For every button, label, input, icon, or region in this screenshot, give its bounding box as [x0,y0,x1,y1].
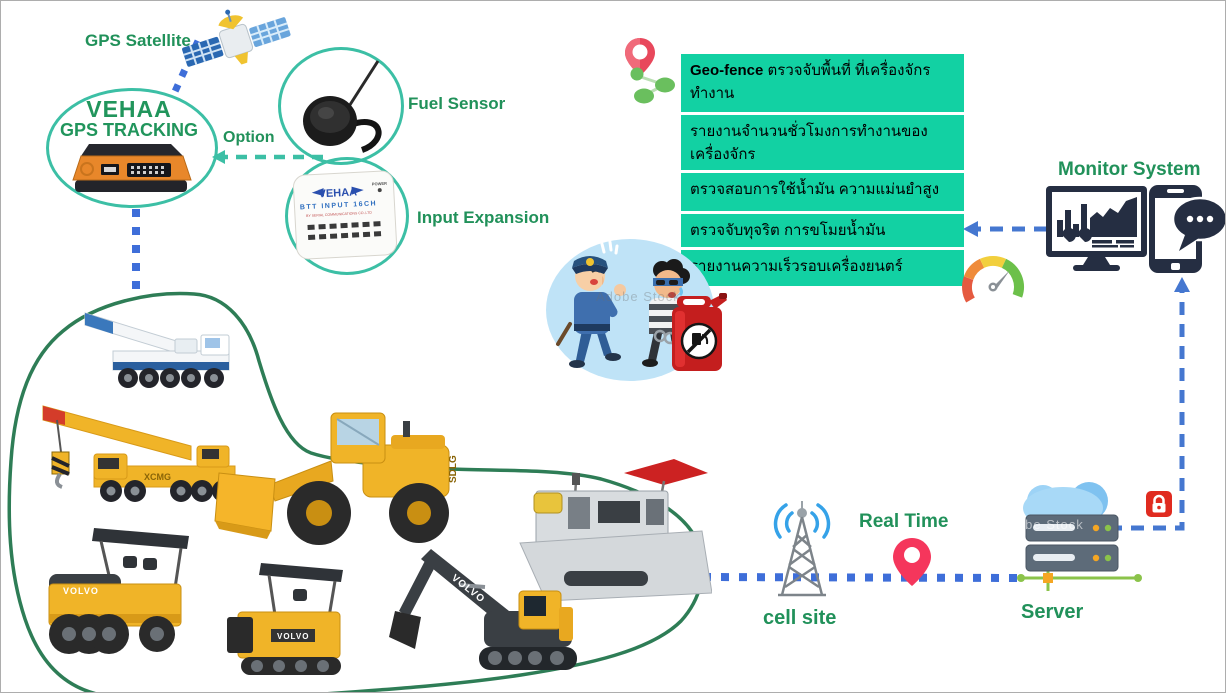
feature-fraud-text: ตรวจจับทุจริต การขโมยน้ำมัน [690,222,886,239]
feature-geofence-prefix: Geo-fence [690,62,768,79]
feature-box-hours: รายงานจำนวนชั่วโมงการทำงานของเครื่องจักร [681,115,964,170]
loader-brand-label: SDLG [448,455,459,483]
cell-tower-icon [773,501,831,597]
server-to-monitor-arrowhead [1174,277,1190,292]
input-expansion-ring [285,157,409,275]
real-time-label: Real Time [859,511,949,532]
monitor-system-label: Monitor System [1058,159,1201,180]
input-expansion-label: Input Expansion [417,208,550,227]
input-expansion-device: VEHAA BTT INPUT 16CH BY SERIAL COMMUNICA… [292,170,398,260]
gps-tracker-subtitle: GPS TRACKING [59,120,198,141]
geo-fence-icon [625,38,675,104]
input-device-model: BTT INPUT 16CH [300,200,378,211]
phone-chat-icon [1149,185,1225,273]
crane-brand-label: XCMG [144,472,171,482]
server-cloud-icon [1023,482,1119,572]
fuel-sensor-label: Fuel Sensor [408,94,506,113]
input-device-brand: VEHAA [318,186,357,200]
policeman-figure [556,256,626,368]
gps-satellite-icon [182,9,291,67]
gps-tracker-brand: VEHAA [86,96,172,122]
no-fuel-can-icon [672,293,727,371]
feature-hours-text: รายงานจำนวนชั่วโมงการทำงานของเครื่องจักร [690,123,928,164]
option-label: Option [223,129,275,146]
feature-box-fuel-usage: ตรวจสอบการใช้น้ำมัน ความแม่นยำสูง [681,173,964,211]
machine-excavator: VOLVO [389,549,577,670]
satellite-link-dotted-line [168,39,202,100]
gps-tracker-ring [46,88,218,208]
machine-roller: VOLVO [48,528,189,654]
server-label: Server [1021,601,1084,623]
gps-tracker-title: VEHAA GPS TRACKING [47,97,211,140]
option-arrowhead [212,150,225,164]
secure-lock-icon [1146,491,1172,517]
feature-box-geofence: Geo-fence ตรวจจับพื้นที่ ที่เครื่องจักรท… [681,54,964,112]
cell-site-label: cell site [763,607,837,629]
machine-truck-crane-yellow: XCMG [42,405,236,502]
monitor-dashboard-icon [1046,186,1147,271]
paver-brand-label: VOLVO [277,632,309,641]
feature-rpm-text: รายงานความเร็วรอบเครื่องยนตร์ [690,258,903,275]
machine-wheel-loader: SDLG [214,412,459,545]
feature-geofence-text: ตรวจจับพื้นที่ ที่เครื่องจักรทำงาน [690,62,931,103]
machine-asphalt-paver: VOLVO [227,563,343,675]
server-network-node-left [1017,574,1025,582]
server-network-hub [1043,573,1053,583]
feature-fuel-usage-text: ตรวจสอบการใช้น้ำมัน ความแม่นยำสูง [690,181,940,198]
fuel-sensor-icon [303,60,382,153]
input-device-power-label: POWER [372,181,387,187]
server-to-monitor-dashed-line [1109,286,1185,531]
real-time-pin-icon [893,538,931,586]
roller-brand-label: VOLVO [63,586,99,596]
feature-box-fraud: ตรวจจับทุจริต การขโมยน้ำมัน [681,214,964,247]
machines-to-server-dotted-line [702,573,1018,582]
speed-gauge-icon [962,255,1024,303]
feature-box-rpm: รายงานความเร็วรอบเครื่องยนตร์ [681,250,964,286]
server-network-node-right [1134,574,1142,582]
svg-text:BY SERIAL COMMUNICATIONS CO.,L: BY SERIAL COMMUNICATIONS CO.,LTD [306,211,372,218]
machine-concrete-paver [519,459,712,602]
gps-satellite-label: GPS Satellite [85,31,191,50]
monitor-to-feature-arrowhead [963,221,978,237]
machine-mobile-crane-white [84,312,230,388]
gps-tracker-device [72,144,192,192]
